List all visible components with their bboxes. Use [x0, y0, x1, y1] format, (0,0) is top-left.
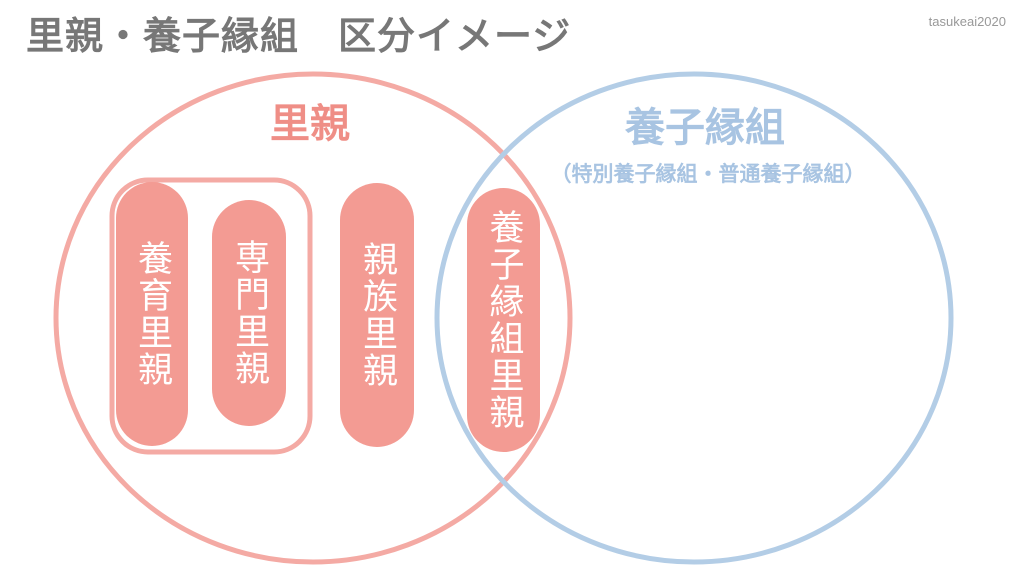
category-label: 親族里親	[357, 241, 397, 389]
category-pill-shinzoku-satooya: 親族里親	[340, 183, 414, 447]
category-label: 専門里親	[229, 239, 269, 387]
satooya-set-circle	[53, 71, 573, 565]
category-pill-yoiku-satooya: 養育里親	[116, 182, 188, 446]
category-pill-yoshi-engumi-satooya: 養子縁組里親	[467, 188, 540, 452]
category-label: 養子縁組里親	[483, 209, 524, 431]
category-pill-senmon-satooya: 専門里親	[212, 200, 286, 426]
page-title: 里親・養子縁組 区分イメージ	[26, 14, 572, 58]
yoiku-senmon-group-outline	[109, 177, 313, 455]
satooya-set-label: 里親	[270, 101, 350, 147]
credit-text: tasukeai2020	[928, 14, 1006, 29]
yoshi-engumi-set-circle	[434, 71, 954, 565]
yoshi-engumi-set-sublabel: （特別養子縁組・普通養子縁組）	[550, 162, 866, 186]
yoshi-engumi-set-label: 養子縁組	[625, 105, 785, 151]
category-label: 養育里親	[132, 240, 172, 388]
